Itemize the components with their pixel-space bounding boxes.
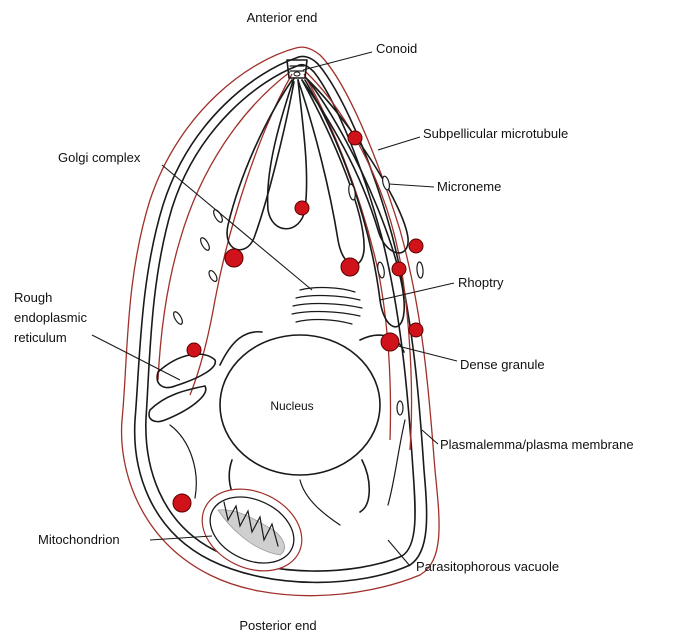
parasitophorous-vacuole-leader bbox=[388, 540, 410, 566]
subpellicular-microtubule-label: Subpellicular microtubule bbox=[423, 126, 568, 141]
anterior-end-label: Anterior end bbox=[247, 10, 318, 25]
dense-granule bbox=[348, 131, 362, 145]
golgi-complex-leader bbox=[162, 165, 312, 290]
parasitophorous-vacuole-label: Parasitophorous vacuole bbox=[416, 559, 559, 574]
rough-er-label-line1: Rough bbox=[14, 290, 52, 305]
dense-granule bbox=[392, 262, 406, 276]
dense-granule bbox=[187, 343, 201, 357]
dense-granule-leader bbox=[398, 346, 457, 361]
rhoptry-leader bbox=[380, 283, 454, 300]
dense-granule-label: Dense granule bbox=[460, 357, 545, 372]
rough-er-label-line2: endoplasmic bbox=[14, 310, 87, 325]
microneme-label: Microneme bbox=[437, 179, 501, 194]
mitochondrion-label: Mitochondrion bbox=[38, 532, 120, 547]
golgi-complex bbox=[292, 288, 362, 324]
plasma-membrane-leader bbox=[422, 430, 438, 444]
dense-granule bbox=[295, 201, 309, 215]
rough-er-label-line3: reticulum bbox=[14, 330, 67, 345]
rough-er-leader bbox=[92, 335, 180, 380]
mitochondrion bbox=[189, 474, 315, 587]
subpellicular-microtubule-2 bbox=[190, 74, 292, 395]
rhoptry-2 bbox=[298, 80, 364, 265]
dense-granule bbox=[225, 249, 243, 267]
microneme-leader bbox=[389, 184, 434, 187]
dense-granule bbox=[409, 239, 423, 253]
rhoptry-label: Rhoptry bbox=[458, 275, 504, 290]
dense-granule bbox=[409, 323, 423, 337]
dense-granule bbox=[173, 494, 191, 512]
posterior-end-label: Posterior end bbox=[239, 618, 316, 633]
plasma-membrane-label: Plasmalemma/plasma membrane bbox=[440, 437, 634, 452]
dense-granule bbox=[341, 258, 359, 276]
golgi-complex-label: Golgi complex bbox=[58, 150, 141, 165]
nucleus-label: Nucleus bbox=[270, 399, 313, 413]
dense-granule bbox=[381, 333, 399, 351]
rhoptry-5 bbox=[305, 80, 404, 327]
subpellicular-microtubule-leader bbox=[378, 137, 420, 150]
conoid-label: Conoid bbox=[376, 41, 417, 56]
cytoplasm-fold bbox=[220, 332, 404, 512]
